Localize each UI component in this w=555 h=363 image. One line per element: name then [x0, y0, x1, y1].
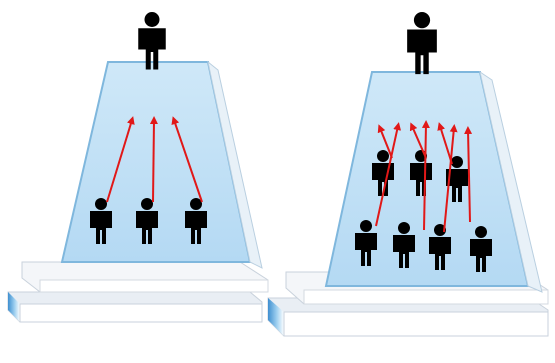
left-arrow	[149, 116, 158, 203]
person-head	[413, 12, 431, 29]
person-body	[470, 239, 492, 272]
person-body	[407, 29, 437, 75]
person-body	[136, 211, 158, 244]
right-arrow	[421, 120, 430, 231]
right-arrow	[375, 122, 402, 227]
person-body	[185, 211, 207, 244]
person-head	[434, 224, 446, 236]
right-member-icon	[470, 226, 492, 272]
right-arrow	[409, 122, 427, 159]
right-member-icon	[429, 224, 451, 270]
person-head	[144, 12, 160, 27]
right-arrow	[437, 122, 453, 165]
right-arrow	[443, 124, 458, 233]
arrows-layer	[106, 116, 473, 233]
person-head	[141, 198, 153, 210]
person-body	[90, 211, 112, 244]
person-body	[446, 169, 468, 202]
right-leader-icon	[407, 12, 437, 75]
left-member-icon	[90, 198, 112, 244]
right-member-icon	[393, 222, 415, 268]
left-pyramid	[7, 60, 269, 323]
person-head	[190, 198, 202, 210]
person-body	[138, 28, 166, 70]
person-head	[475, 226, 487, 238]
person-body	[393, 235, 415, 268]
person-head	[95, 198, 107, 210]
person-body	[355, 233, 377, 266]
left-arrow	[106, 116, 135, 203]
right-pyramid	[267, 70, 549, 337]
left-leader-icon	[138, 12, 166, 70]
person-head	[451, 156, 463, 168]
person-body	[429, 237, 451, 270]
right-member-icon	[446, 156, 468, 202]
person-head	[398, 222, 410, 234]
left-member-icon	[185, 198, 207, 244]
person-body	[410, 163, 432, 196]
left-arrow	[171, 116, 203, 203]
left-base	[7, 261, 269, 323]
right-arrow	[377, 124, 393, 159]
left-member-icon	[136, 198, 158, 244]
person-head	[377, 150, 389, 162]
person-head	[360, 220, 372, 232]
right-arrow	[464, 126, 473, 223]
figures-layer	[90, 12, 492, 272]
right-member-icon	[355, 220, 377, 266]
